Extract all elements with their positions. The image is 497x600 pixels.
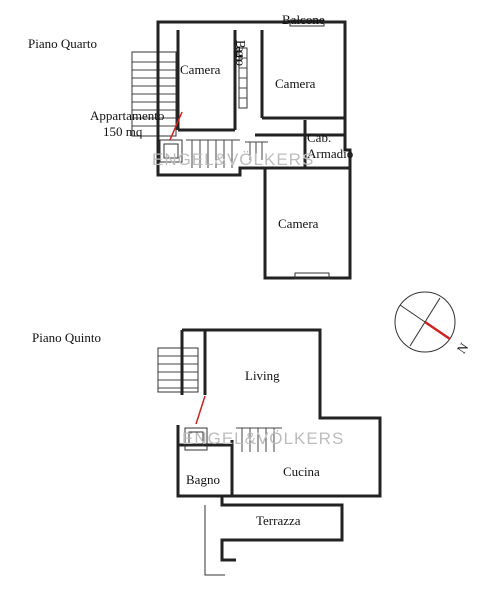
room-label-bagno-quinto: Bagno bbox=[186, 472, 220, 487]
bathroom-fixtures-quarto bbox=[238, 47, 248, 109]
compass-north-label: N bbox=[454, 339, 472, 356]
stairwell-quinto bbox=[184, 427, 282, 452]
room-label-terrazza: Terrazza bbox=[256, 513, 301, 528]
staircase-quinto bbox=[157, 347, 199, 393]
watermark-quinto: ENGEL&VÖLKERS bbox=[182, 429, 344, 448]
apartment-label-line-1: Appartamento bbox=[90, 108, 164, 123]
room-label-living: Living bbox=[245, 368, 280, 383]
walls-quinto bbox=[176, 328, 382, 576]
cab-armadio-line-2: Armadio bbox=[307, 146, 353, 161]
room-label-cab-armadio: Cab. Armadio bbox=[307, 130, 353, 161]
compass-north-needle bbox=[424, 320, 451, 341]
staircase-quarto bbox=[131, 51, 177, 137]
balcony-label: Balcone bbox=[282, 12, 325, 27]
cab-armadio-line-1: Cab. bbox=[307, 130, 331, 145]
apartment-label-line-2: 150 mq bbox=[103, 124, 143, 139]
watermark-quarto: ENGEL&VÖLKERS bbox=[152, 150, 314, 169]
room-label-bagno-quarto: Bagno bbox=[234, 40, 249, 65]
floor-title-quinto: Piano Quinto bbox=[32, 330, 101, 345]
room-label-camera-1: Camera bbox=[180, 62, 221, 77]
apartment-marker-quarto bbox=[169, 111, 183, 141]
north-compass: N bbox=[394, 291, 472, 356]
room-label-camera-2: Camera bbox=[275, 76, 316, 91]
room-label-cucina: Cucina bbox=[283, 464, 320, 479]
walls-quarto bbox=[156, 19, 352, 280]
apartment-marker-quinto bbox=[195, 395, 206, 425]
floor-title-quarto: Piano Quarto bbox=[28, 36, 97, 51]
room-label-camera-3: Camera bbox=[278, 216, 319, 231]
stairwell-quarto bbox=[159, 139, 268, 168]
